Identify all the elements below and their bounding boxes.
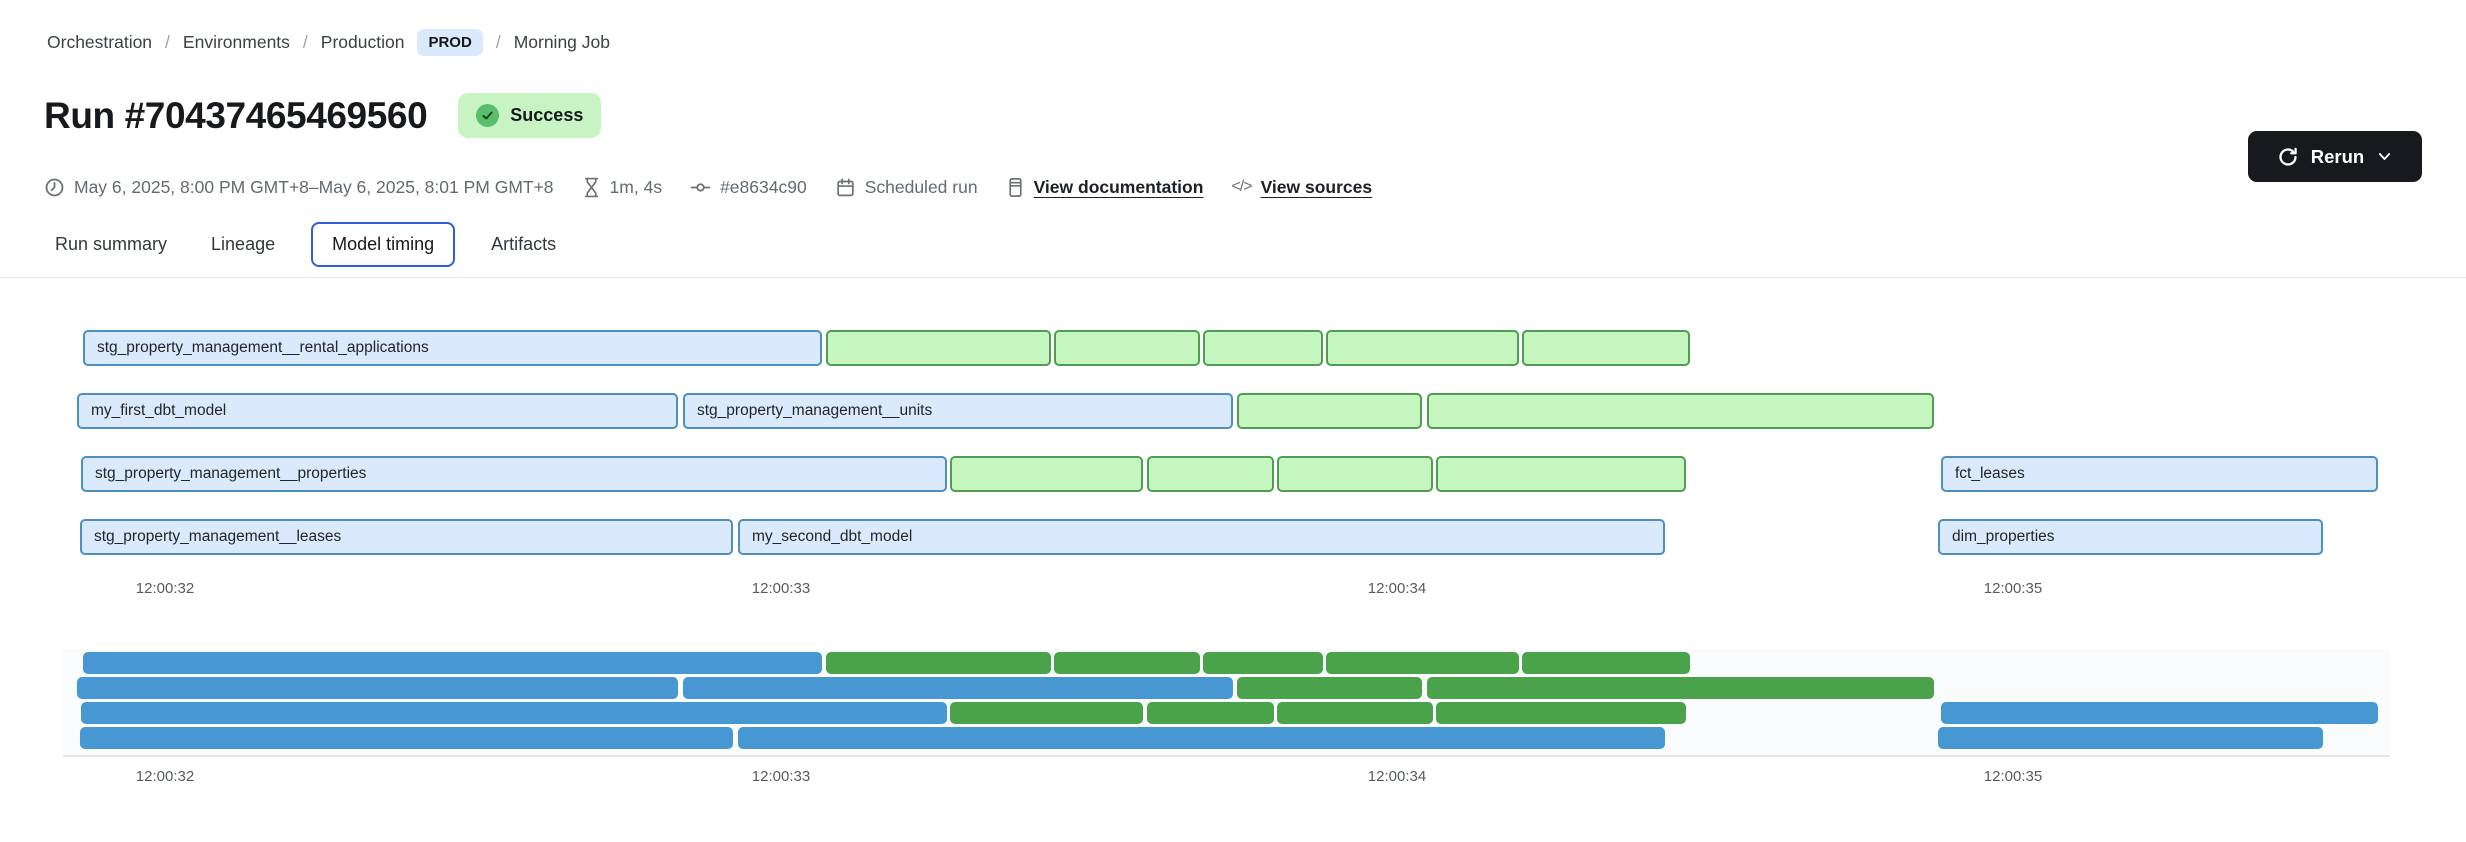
gantt-bar-label: stg_property_management__units <box>697 402 933 419</box>
minimap-bar <box>1054 652 1200 674</box>
gantt-bar[interactable] <box>1054 330 1200 366</box>
minimap-bar <box>683 677 1233 699</box>
chevron-down-icon[interactable] <box>2376 148 2393 165</box>
breadcrumb: Orchestration / Environments / Production PRO… <box>47 29 610 56</box>
gantt-bar-label: stg_property_management__rental_applicat… <box>97 339 429 356</box>
tab-bar: Run summary Lineage Model timing Artifacts <box>47 222 564 267</box>
run-meta-row: May 6, 2025, 8:00 PM GMT+8–May 6, 2025, … <box>44 167 1372 207</box>
time-axis-label: 12:00:35 <box>1983 580 2043 597</box>
tabs-divider <box>0 277 2466 278</box>
status-label: Success <box>510 105 584 125</box>
view-sources-link[interactable]: View sources <box>1260 176 1373 197</box>
check-circle-icon <box>476 104 500 127</box>
time-axis-label: 12:00:32 <box>135 580 195 597</box>
view-documentation-link[interactable]: View documentation <box>1033 176 1204 197</box>
breadcrumb-item-environments[interactable]: Environments <box>182 32 290 52</box>
minimap-bar <box>1147 702 1274 724</box>
gantt-bar-label: stg_property_management__properties <box>95 465 367 482</box>
gantt-bar-label: fct_leases <box>1955 465 2025 482</box>
minimap-bar <box>80 727 733 749</box>
gantt-bar-stg-property-management-units[interactable]: stg_property_management__units <box>683 393 1233 429</box>
minimap-bar <box>1938 727 2323 749</box>
run-commit: #e8634c90 <box>690 177 807 198</box>
run-daterange-text: May 6, 2025, 8:00 PM GMT+8–May 6, 2025, … <box>74 176 554 197</box>
calendar-icon <box>835 177 856 198</box>
gantt-bar[interactable] <box>826 330 1051 366</box>
gantt-bar-dim-properties[interactable]: dim_properties <box>1938 519 2323 555</box>
commit-icon <box>690 177 711 198</box>
breadcrumb-item-morning-job: Morning Job <box>513 32 610 52</box>
minimap-bar <box>1941 702 2378 724</box>
gantt-bar-stg-property-management-rental-applications[interactable]: stg_property_management__rental_applicat… <box>83 330 822 366</box>
breadcrumb-separator: / <box>302 32 308 52</box>
gantt-bar-label: my_first_dbt_model <box>91 402 227 419</box>
hourglass-icon <box>582 177 601 198</box>
breadcrumb-item-orchestration[interactable]: Orchestration <box>47 32 153 52</box>
document-icon <box>1006 177 1025 198</box>
tab-lineage[interactable]: Lineage <box>211 234 276 254</box>
breadcrumb-item-production[interactable]: Production <box>320 32 405 52</box>
tab-run-summary[interactable]: Run summary <box>55 234 168 254</box>
minimap-bar <box>1326 652 1519 674</box>
gantt-bar-label: my_second_dbt_model <box>752 528 913 545</box>
time-axis-label: 12:00:33 <box>751 580 811 597</box>
minimap-bar <box>950 702 1143 724</box>
gantt-bar[interactable] <box>1427 393 1934 429</box>
tab-artifacts[interactable]: Artifacts <box>491 234 557 254</box>
breadcrumb-separator: / <box>165 32 170 52</box>
gantt-bar-fct-leases[interactable]: fct_leases <box>1941 456 2378 492</box>
breadcrumb-separator: / <box>495 32 501 52</box>
environment-badge: PROD <box>417 29 483 56</box>
gantt-bar[interactable] <box>1436 456 1686 492</box>
gantt-bar-my-second-dbt-model[interactable]: my_second_dbt_model <box>738 519 1665 555</box>
time-axis-label: 12:00:34 <box>1367 580 1427 597</box>
refresh-icon <box>2277 146 2299 168</box>
view-documentation[interactable]: View documentation <box>1006 176 1204 198</box>
minimap-bar <box>1436 702 1686 724</box>
rerun-button[interactable]: Rerun <box>2248 131 2422 182</box>
gantt-bar-label: dim_properties <box>1952 528 2055 545</box>
gantt-bar-label: stg_property_management__leases <box>94 528 342 545</box>
minimap-bar <box>81 702 947 724</box>
run-trigger: Scheduled run <box>835 177 978 198</box>
minimap-divider <box>63 755 2390 757</box>
run-duration: 1m, 4s <box>582 176 663 198</box>
code-icon: </> <box>1231 178 1252 195</box>
status-badge: Success <box>458 93 602 138</box>
run-daterange: May 6, 2025, 8:00 PM GMT+8–May 6, 2025, … <box>44 177 554 198</box>
tab-model-timing[interactable]: Model timing <box>311 222 456 267</box>
gantt-bar-stg-property-management-leases[interactable]: stg_property_management__leases <box>80 519 733 555</box>
minimap-bar <box>1522 652 1690 674</box>
minimap-bar <box>738 727 1665 749</box>
gantt-bar[interactable] <box>1326 330 1519 366</box>
page-title: Run #70437465469560 <box>44 94 428 136</box>
minimap-bar <box>1277 702 1433 724</box>
clock-icon <box>44 177 65 198</box>
page-header: Run #70437465469560 Success <box>44 93 602 138</box>
minimap-bar <box>1237 677 1422 699</box>
run-duration-text: 1m, 4s <box>609 176 663 197</box>
rerun-label: Rerun <box>2310 145 2365 167</box>
run-trigger-text: Scheduled run <box>864 176 978 197</box>
minimap-bar <box>826 652 1051 674</box>
gantt-bar[interactable] <box>950 456 1143 492</box>
gantt-bar-my-first-dbt-model[interactable]: my_first_dbt_model <box>77 393 678 429</box>
minimap-bar <box>1427 677 1934 699</box>
minimap-bar <box>77 677 678 699</box>
view-sources[interactable]: </> View sources <box>1231 177 1372 198</box>
minimap-bar <box>1203 652 1323 674</box>
gantt-bar[interactable] <box>1277 456 1433 492</box>
gantt-bar[interactable] <box>1203 330 1323 366</box>
time-axis-label: 12:00:34 <box>1367 768 1427 785</box>
gantt-bar[interactable] <box>1147 456 1274 492</box>
minimap-bar <box>83 652 822 674</box>
gantt-bar[interactable] <box>1522 330 1690 366</box>
time-axis-label: 12:00:33 <box>751 768 811 785</box>
gantt-bar-stg-property-management-properties[interactable]: stg_property_management__properties <box>81 456 947 492</box>
gantt-bar[interactable] <box>1237 393 1422 429</box>
time-axis-label: 12:00:32 <box>135 768 195 785</box>
time-axis-label: 12:00:35 <box>1983 768 2043 785</box>
run-commit-text: #e8634c90 <box>720 176 807 197</box>
